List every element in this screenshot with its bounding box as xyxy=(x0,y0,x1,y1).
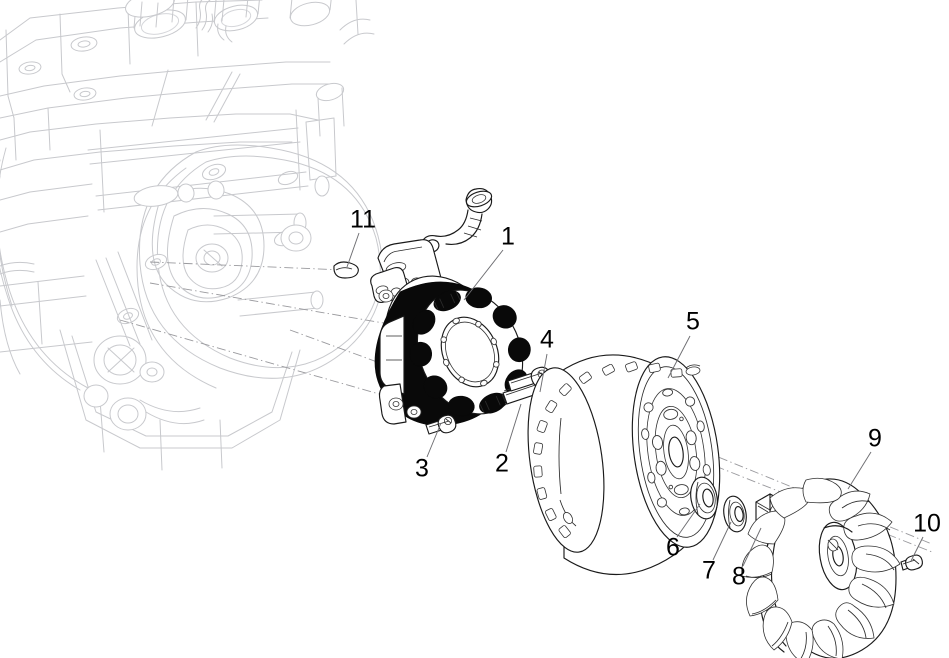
callout-9-label: 9 xyxy=(868,425,882,453)
callout-10-leader xyxy=(910,536,924,562)
callout-4-label: 4 xyxy=(540,326,554,354)
callout-5: 5 xyxy=(667,308,700,379)
flywheel-trigger-slots xyxy=(533,361,683,538)
callout-6: 6 xyxy=(666,503,701,562)
flywheel-hub xyxy=(641,388,711,516)
callout-4-leader xyxy=(539,353,548,393)
callout-7-label: 7 xyxy=(702,557,716,585)
callout-3-label: 3 xyxy=(415,455,429,483)
callout-10-label: 10 xyxy=(913,510,941,538)
background-engine-assembly xyxy=(0,0,384,471)
part-short-socket-head-bolt xyxy=(425,414,457,435)
callout-1-label: 1 xyxy=(501,223,515,251)
callout-2: 2 xyxy=(495,403,522,478)
callout-7-leader xyxy=(712,521,732,561)
callout-2-leader xyxy=(505,403,522,453)
callout-7: 7 xyxy=(702,521,732,585)
callout-layer: 1 2 3 4 5 6 xyxy=(346,206,941,591)
callout-3: 3 xyxy=(415,422,442,483)
callout-3-leader xyxy=(426,422,442,458)
callout-6-label: 6 xyxy=(666,534,680,562)
callout-1: 1 xyxy=(463,223,515,301)
callout-8: 8 xyxy=(732,527,762,591)
callout-1-leader xyxy=(463,249,504,301)
axis-centerline-main xyxy=(149,282,431,332)
part-fan-retaining-screw xyxy=(900,554,923,571)
callout-8-label: 8 xyxy=(732,563,746,591)
callout-5-label: 5 xyxy=(686,308,700,336)
intake-throttle-bodies xyxy=(125,0,332,39)
callout-6-leader xyxy=(676,503,701,538)
callout-8-leader xyxy=(742,527,762,567)
callout-9: 9 xyxy=(847,425,882,490)
part-small-flat-washer xyxy=(723,495,747,533)
part-stator-assembly xyxy=(370,188,531,426)
axis-centerline-lower xyxy=(119,319,401,401)
callout-11-leader xyxy=(346,232,360,268)
stator-coil-ring xyxy=(374,275,531,426)
callout-9-leader xyxy=(847,451,872,490)
callout-4: 4 xyxy=(539,326,554,393)
callout-2-label: 2 xyxy=(495,450,509,478)
callout-5-leader xyxy=(667,335,691,379)
callout-11-label: 11 xyxy=(350,206,376,234)
callout-11: 11 xyxy=(346,206,376,268)
part-cooling-fan xyxy=(741,477,901,658)
stator-wiring-grommet xyxy=(403,188,493,287)
callout-10: 10 xyxy=(910,510,941,562)
part-flywheel-rotor xyxy=(527,354,721,576)
part-woodruff-key xyxy=(333,261,359,279)
axis-centerline-upper xyxy=(149,261,345,271)
